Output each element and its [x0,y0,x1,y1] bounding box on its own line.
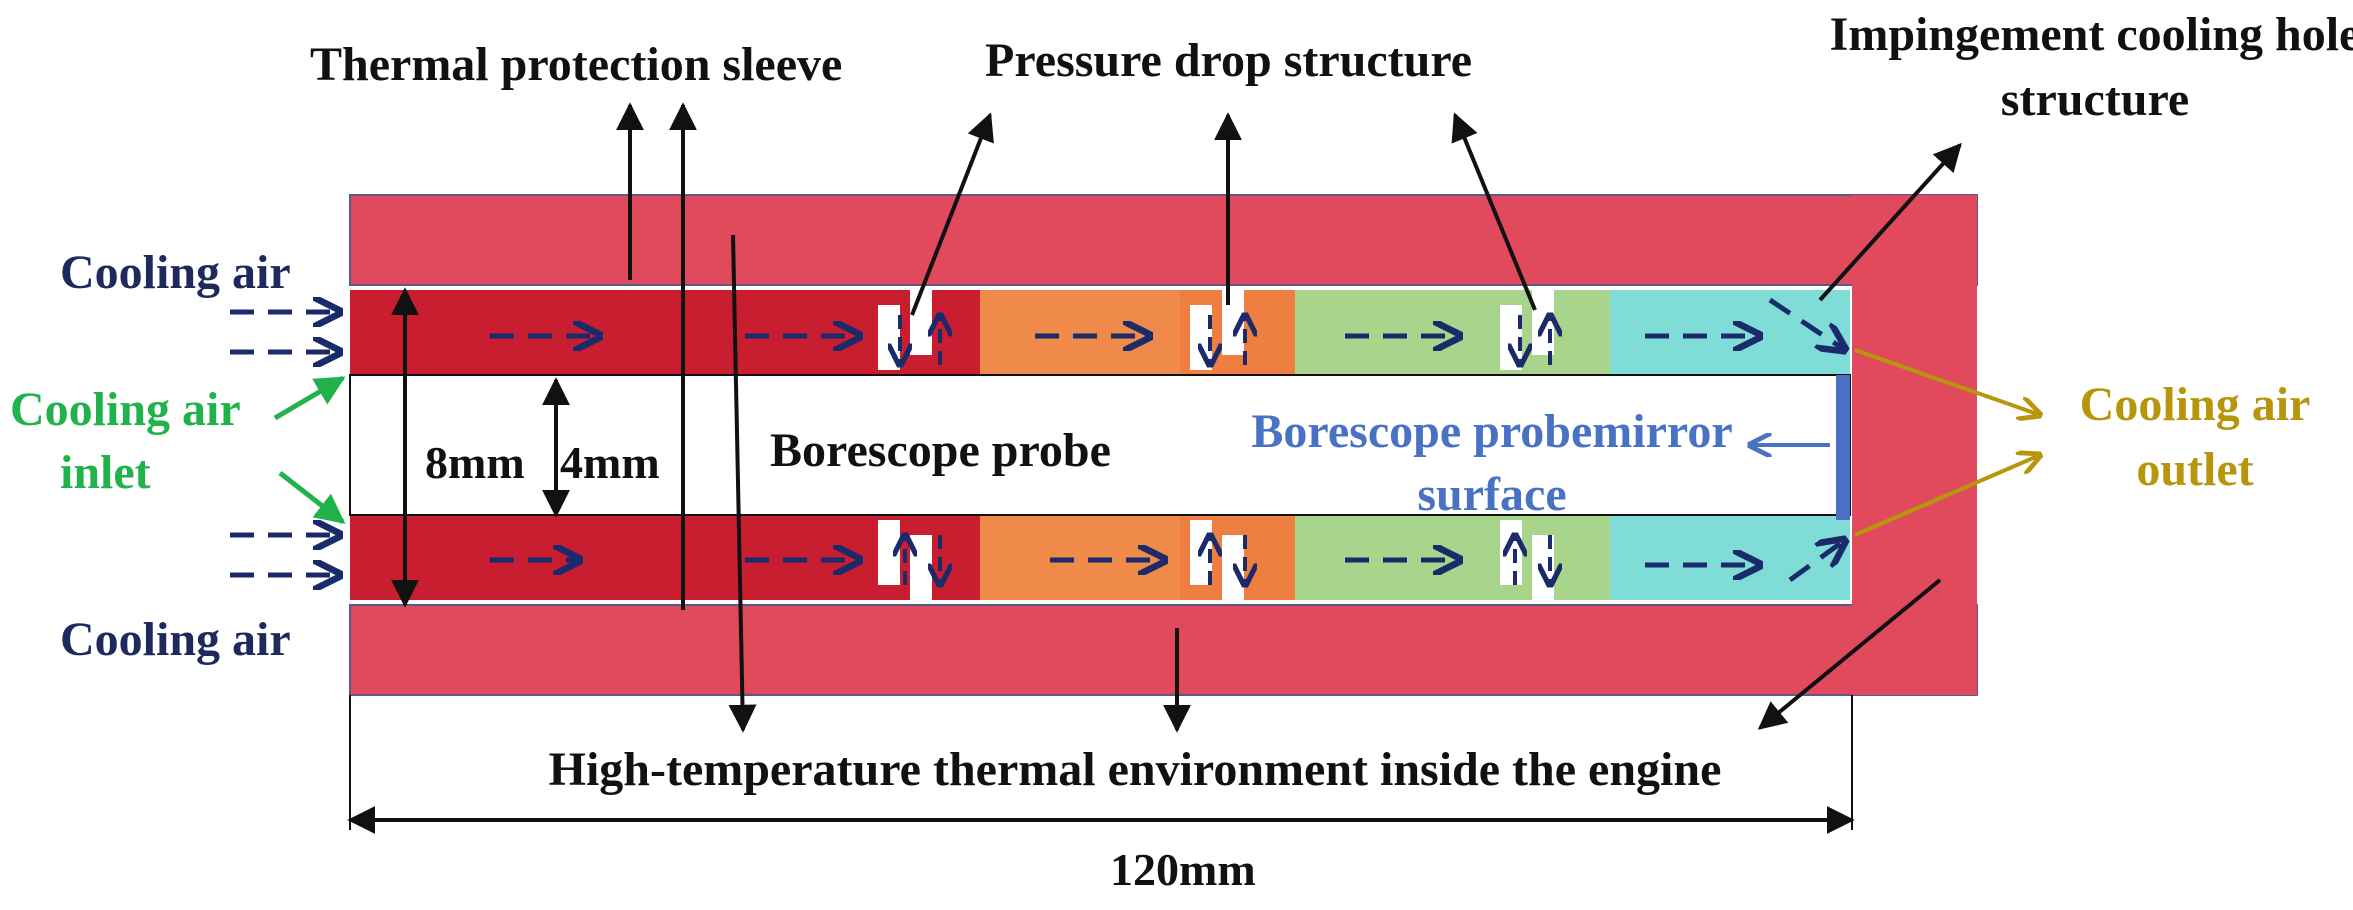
label-dim-120mm: 120mm [1110,844,1256,895]
outlet-arrows [1854,348,2040,537]
inlet-arrows [273,375,346,524]
borescope-probe-body [349,374,1851,516]
label-pressure-drop-structure: Pressure drop structure [985,34,1472,87]
label-mirror-line1: Borescope probemirror [1251,405,1732,458]
outer-sleeve [349,194,1978,696]
label-borescope-probe: Borescope probe [770,424,1111,477]
label-thermal-protection-sleeve: Thermal protection sleeve [310,38,842,91]
label-mirror-line2: surface [1417,468,1566,521]
callout-arrows [616,102,1962,733]
label-cooling-air-inlet-line1: Cooling air [10,383,241,436]
flow-arrows [230,300,1845,580]
mirror-surface [1836,375,1850,520]
upper-channel [350,290,1850,375]
label-impingement-line1: Impingement cooling hole [1830,8,2353,61]
label-environment: High-temperature thermal environment ins… [549,743,1722,796]
label-dim-4mm: 4mm [560,437,660,488]
label-cooling-air-bottom: Cooling air [60,613,291,666]
dimension-arrows [347,287,1855,834]
label-cooling-air-inlet-line2: inlet [60,446,151,499]
label-cooling-air-outlet-line2: outlet [2136,443,2253,496]
label-cooling-air-outlet-line1: Cooling air [2080,378,2311,431]
notch-flow-arrows [900,315,1550,585]
label-impingement-line2: structure [2001,73,2189,126]
label-dim-8mm: 8mm [425,437,525,488]
label-cooling-air-top: Cooling air [60,246,291,299]
